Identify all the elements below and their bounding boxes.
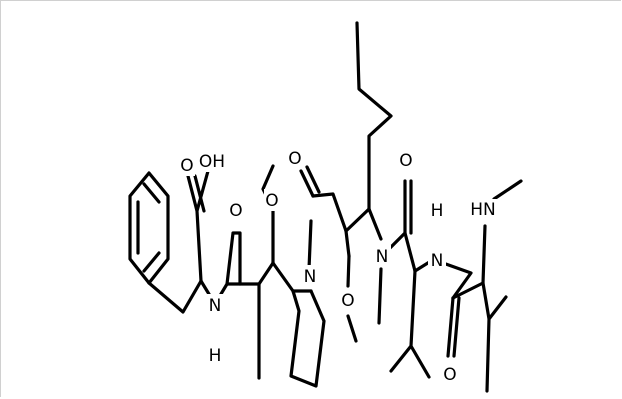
atom-amide3-o: O <box>443 365 456 385</box>
atom-carboxyl-o: O <box>180 156 193 176</box>
atom-methoxy2-o: O <box>341 291 354 311</box>
atom-nh2-h: H <box>431 201 444 221</box>
benzene-inner-bonds <box>136 182 161 273</box>
valine-branch-1 <box>389 269 431 379</box>
terminal-chain <box>451 281 508 393</box>
chain-to-nme <box>344 207 383 241</box>
atom-amide1-o: O <box>229 201 242 221</box>
carbonyl-double <box>299 165 321 198</box>
atom-pyrrolidine-n: N <box>304 267 317 287</box>
amide-link-1 <box>199 231 242 306</box>
atom-nme-n: N <box>376 247 389 267</box>
pyrrolidine-ring <box>289 289 326 388</box>
nh-to-carbonyl <box>441 261 473 300</box>
methoxy-branch-1 <box>261 164 275 265</box>
ring-to-carbonyl <box>307 219 313 271</box>
atom-methoxy1-o: O <box>265 191 278 211</box>
atom-nh1-n: N <box>209 296 222 316</box>
carbonyl-double-3 <box>446 296 461 358</box>
sec-butyl-branch <box>355 21 393 211</box>
chain-to-ring <box>271 261 295 293</box>
atom-amide2-o: O <box>399 151 412 171</box>
atom-nh1-h: H <box>209 346 222 366</box>
amide-link-1b <box>225 261 275 286</box>
amide-link-2b <box>403 231 417 273</box>
skeleton-bonds <box>128 21 523 393</box>
atom-nh2-n: N <box>431 251 444 271</box>
atom-labels: O OH O O N H N O O N O H N HN <box>179 147 499 385</box>
terminal-nme <box>481 179 523 285</box>
atom-hn: HN <box>470 200 496 220</box>
carbonyl-chain <box>311 192 351 258</box>
methoxy-branch-2 <box>346 254 358 343</box>
carboxyl-bonds <box>186 169 210 283</box>
atom-hydroxyl: OH <box>199 152 225 172</box>
atom-ketone-o: O <box>288 149 301 169</box>
benzyl-chain <box>147 279 203 314</box>
n-methyl <box>377 267 383 325</box>
